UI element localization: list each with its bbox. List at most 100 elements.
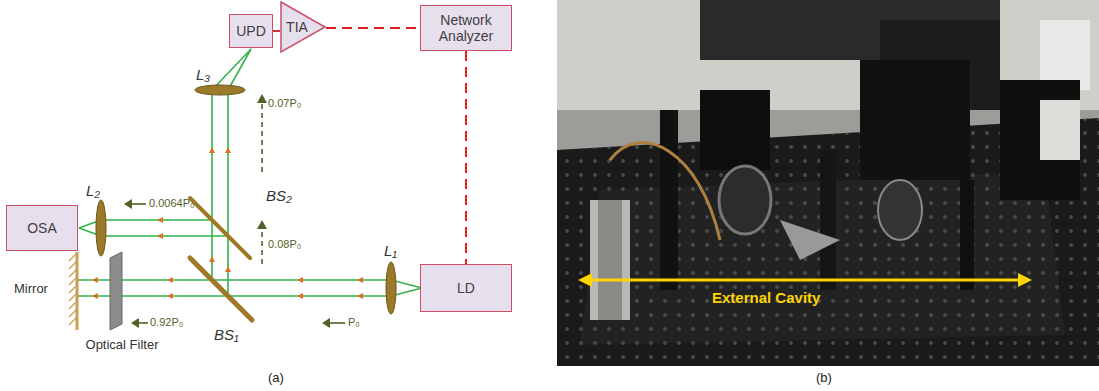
node-text: OSA — [27, 220, 57, 236]
optical-filter — [110, 252, 122, 330]
mirror — [69, 252, 77, 330]
lab-photo — [878, 180, 922, 240]
direction-marker — [92, 147, 363, 299]
detector-box: UPD — [229, 14, 273, 48]
direction-marker — [157, 217, 163, 223]
photo-annotation: External Cavity — [712, 289, 820, 306]
lab-photo — [1040, 100, 1080, 160]
mirror — [69, 278, 76, 285]
lab-photo — [610, 143, 720, 240]
triangle-outline — [281, 2, 325, 52]
lab-photo — [557, 0, 1099, 366]
lab-photo — [960, 180, 974, 290]
power-arrow — [131, 318, 139, 328]
lab-photo — [1040, 20, 1090, 90]
power-label: 0.92P₀ — [150, 316, 183, 329]
direction-marker — [167, 277, 173, 283]
power-label: 0.07P₀ — [268, 97, 301, 110]
direction-marker — [209, 147, 215, 153]
lab-photo — [587, 279, 1023, 282]
signal-wire — [273, 30, 280, 32]
direction-marker — [297, 293, 303, 299]
lab-photo — [700, 90, 770, 170]
direction-marker — [297, 277, 303, 283]
power-arrow — [124, 199, 132, 209]
panel-caption: (b) — [816, 371, 832, 386]
amplifier-triangle: TIA — [280, 1, 326, 53]
mirror — [69, 302, 76, 309]
power-arrow — [322, 318, 330, 328]
laser-beam — [228, 49, 251, 90]
direction-marker — [157, 233, 163, 239]
instrument-box: Network Analyzer — [420, 5, 512, 51]
mirror — [69, 270, 76, 277]
lab-photo — [1018, 273, 1032, 287]
power-arrow — [124, 94, 345, 328]
panel-caption: (a) — [268, 371, 284, 386]
power-label: P₀ — [348, 316, 360, 329]
power-arrow — [257, 94, 267, 103]
direction-marker — [92, 293, 98, 299]
laser-beam — [78, 295, 391, 297]
part-label: Optical Filter — [84, 338, 160, 353]
lens — [386, 262, 396, 314]
power-label: 0.08P₀ — [268, 238, 301, 251]
node-text: LD — [457, 280, 475, 296]
node-text: UPD — [236, 23, 266, 39]
lens-label: L₂ — [86, 182, 100, 199]
direction-marker — [92, 277, 98, 283]
lab-photo — [660, 110, 678, 290]
lab-photo — [590, 200, 630, 320]
direction-marker — [225, 266, 231, 272]
node-text: Network Analyzer — [425, 12, 507, 44]
lab-photo — [598, 200, 622, 320]
direction-marker — [209, 256, 215, 262]
laser-beam — [78, 49, 422, 296]
lens — [96, 200, 106, 256]
node-text: TIA — [286, 19, 308, 35]
mirror — [69, 294, 76, 301]
optical-filter — [110, 252, 122, 330]
laser-beam — [212, 49, 251, 90]
mirror — [69, 286, 76, 293]
direction-marker — [357, 277, 363, 283]
mirror — [69, 318, 76, 325]
power-arrow — [130, 203, 146, 205]
lab-photo — [780, 220, 840, 260]
lens — [96, 85, 396, 314]
direction-marker — [167, 293, 173, 299]
laser-beam — [78, 279, 391, 281]
beam-splitter — [190, 258, 252, 320]
power-label: 0.0064P₀ — [149, 197, 195, 210]
lens-label: L₃ — [196, 66, 210, 83]
lab-photo — [578, 273, 592, 287]
lab-photo — [860, 60, 970, 180]
power-arrow — [261, 101, 263, 172]
lab-photo — [820, 150, 836, 290]
direction-marker — [225, 147, 231, 153]
direction-marker — [357, 293, 363, 299]
power-arrow — [328, 322, 345, 324]
mirror — [69, 310, 76, 317]
laser-beam — [101, 235, 228, 237]
splitter-label: BS₂ — [266, 187, 292, 204]
power-arrow — [257, 220, 267, 229]
lab-photo — [557, 0, 1099, 366]
splitter-label: BS₁ — [214, 326, 239, 343]
instrument-box: OSA — [6, 205, 78, 251]
laser-beam — [227, 90, 229, 296]
lab-photo — [719, 166, 771, 234]
mirror — [69, 262, 76, 269]
laser-beam — [101, 219, 212, 221]
mirror — [69, 254, 76, 261]
lens-label: L₁ — [384, 242, 397, 259]
lab-photo — [1000, 80, 1080, 200]
laser-box: LD — [420, 264, 512, 312]
beam-splitter — [190, 198, 252, 320]
lens — [195, 85, 245, 95]
power-arrow — [261, 227, 263, 264]
